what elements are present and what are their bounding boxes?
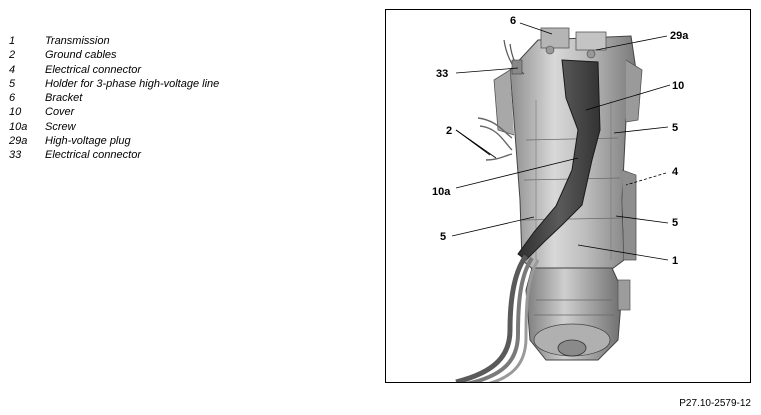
legend-item-29a: 29a High-voltage plug xyxy=(9,134,219,148)
callout-1: 1 xyxy=(672,255,678,267)
transmission-illustration: 6 29a 33 10 2 5 10a 4 5 5 1 xyxy=(432,15,689,382)
legend-number: 4 xyxy=(9,63,16,76)
legend-label: High-voltage plug xyxy=(45,135,131,148)
legend-label: Bracket xyxy=(45,92,83,105)
callout-4: 4 xyxy=(672,166,679,178)
transmission-figure: 6 29a 33 10 2 5 10a 4 5 5 1 xyxy=(385,9,751,383)
legend-number: 5 xyxy=(9,77,16,90)
callout-5-upper: 5 xyxy=(672,122,678,134)
legend-label: Transmission xyxy=(45,35,110,47)
legend-number: 33 xyxy=(9,149,22,162)
legend-number: 1 xyxy=(9,35,16,47)
legend-item-6: 6 Bracket xyxy=(9,91,219,105)
legend-item-2: 2 Ground cables xyxy=(9,48,219,62)
callout-10: 10 xyxy=(672,80,684,92)
legend-number: 29a xyxy=(9,135,28,148)
high-voltage-lines xyxy=(455,254,540,382)
electric-motor xyxy=(525,267,631,361)
legend-number: 10 xyxy=(9,106,22,119)
figure-reference: P27.10-2579-12 xyxy=(679,398,751,409)
transmission-housing xyxy=(493,27,643,273)
callout-29a: 29a xyxy=(670,30,689,42)
legend-number: 2 xyxy=(9,49,16,62)
legend-item-5: 5 Holder for 3-phase high-voltage line xyxy=(9,77,219,91)
callout-10a: 10a xyxy=(432,186,451,198)
legend-number: 6 xyxy=(9,92,16,105)
callout-5-lower-right: 5 xyxy=(672,217,678,229)
ground-cables xyxy=(477,117,513,161)
callout-5-left: 5 xyxy=(440,231,446,243)
callout-6: 6 xyxy=(510,15,516,27)
legend: 1 Transmission 2 Ground cables 4 Electri… xyxy=(9,34,219,163)
legend-item-1: 1 Transmission xyxy=(9,34,219,48)
legend-label: Electrical connector xyxy=(45,149,141,162)
legend-item-4: 4 Electrical connector xyxy=(9,63,219,77)
legend-label: Screw xyxy=(45,120,76,133)
legend-item-33: 33 Electrical connector xyxy=(9,148,219,162)
legend-label: Cover xyxy=(45,106,75,119)
legend-item-10a: 10a Screw xyxy=(9,120,219,134)
legend-item-10: 10 Cover xyxy=(9,105,219,119)
leader-lines xyxy=(451,22,671,261)
callout-33: 33 xyxy=(436,68,448,80)
legend-label: Ground cables xyxy=(45,49,117,62)
callout-2: 2 xyxy=(446,125,452,137)
legend-number: 10a xyxy=(9,120,28,133)
legend-label: Holder for 3-phase high-voltage line xyxy=(45,77,220,90)
top-wiring xyxy=(503,39,525,75)
legend-label: Electrical connector xyxy=(45,63,141,76)
